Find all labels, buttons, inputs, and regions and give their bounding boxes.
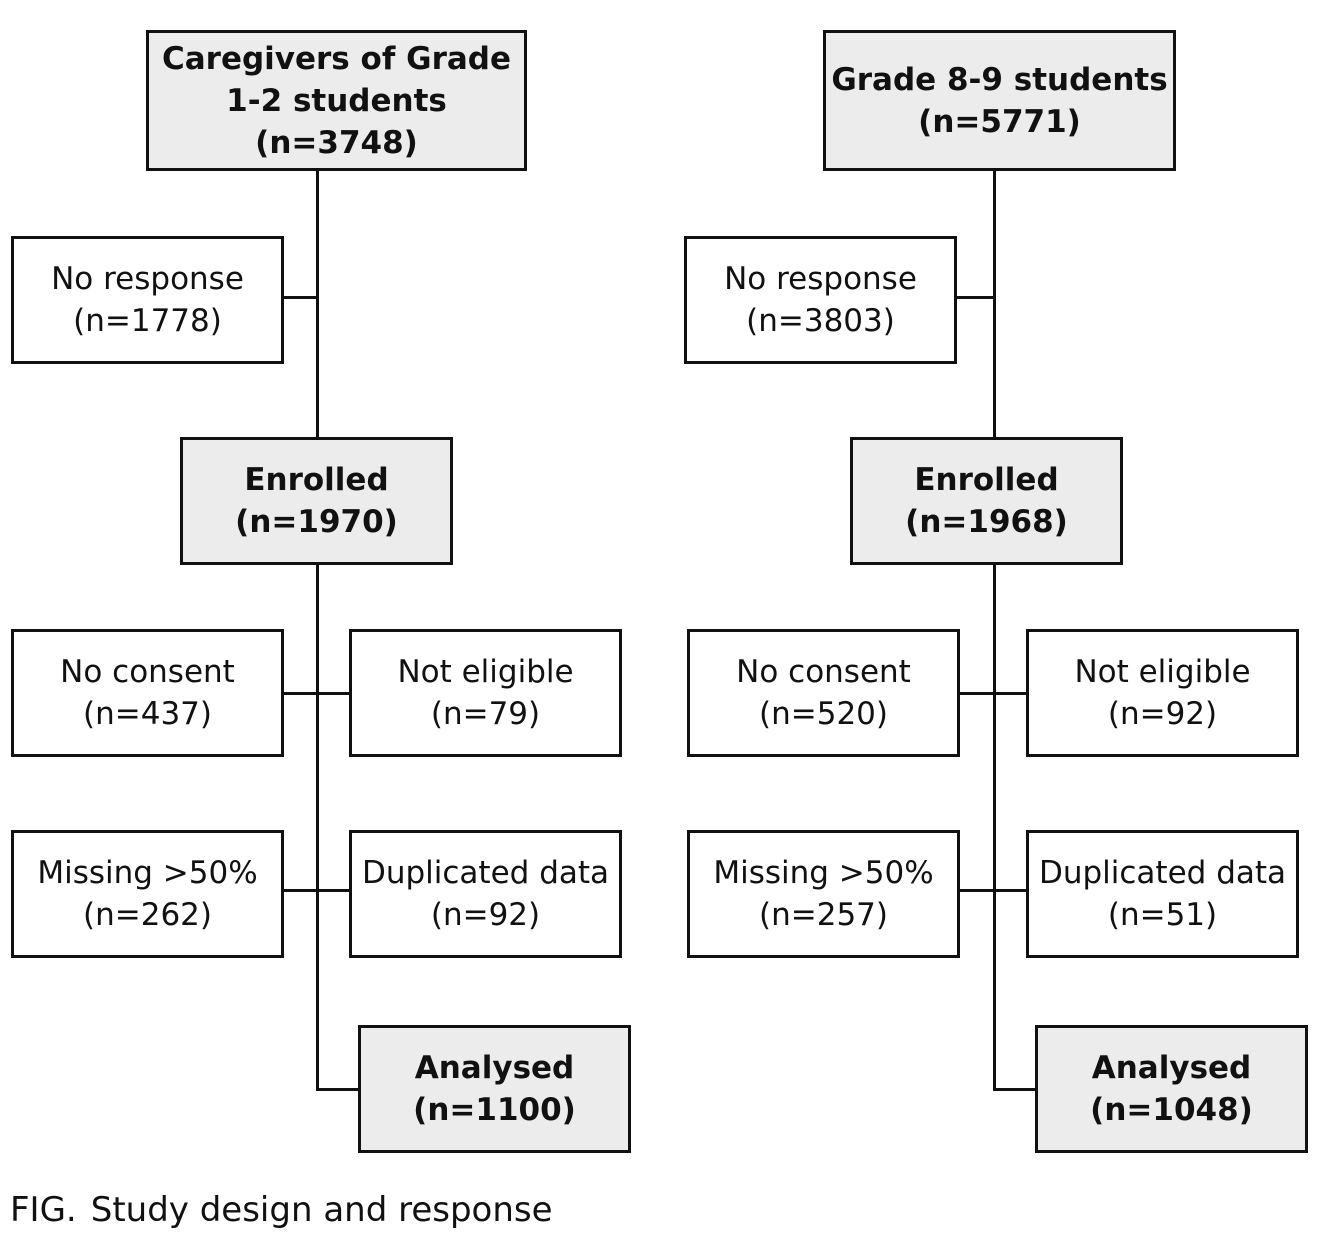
left-analysed-count: (n=1100) bbox=[413, 1092, 576, 1128]
right-not-eligible-label: Not eligible bbox=[1074, 654, 1251, 690]
right-no-response-label: No response bbox=[724, 261, 917, 297]
left-main-spine bbox=[316, 170, 319, 1090]
left-analysed-box: Analysed (n=1100) bbox=[358, 1025, 631, 1153]
left-enrolled-label: Enrolled bbox=[244, 462, 389, 498]
right-not-eligible-count: (n=92) bbox=[1107, 696, 1218, 732]
right-no-response-count: (n=3803) bbox=[746, 303, 895, 339]
left-no-response-count: (n=1778) bbox=[73, 303, 222, 339]
right-no-consent-box: No consent (n=520) bbox=[687, 629, 960, 757]
left-not-eligible-count: (n=79) bbox=[430, 696, 541, 732]
right-missing-count: (n=257) bbox=[759, 897, 888, 933]
left-no-response-box: No response (n=1778) bbox=[11, 236, 284, 364]
left-missing-label: Missing >50% bbox=[37, 855, 258, 891]
right-analysed-label: Analysed bbox=[1091, 1050, 1252, 1086]
left-duplicated-label: Duplicated data bbox=[361, 855, 610, 891]
left-missing-count: (n=262) bbox=[83, 897, 212, 933]
left-consent-connector bbox=[283, 692, 351, 695]
left-not-eligible-box: Not eligible (n=79) bbox=[349, 629, 622, 757]
left-duplicated-box: Duplicated data (n=92) bbox=[349, 830, 622, 958]
figure-caption: FIG. Study design and response bbox=[10, 1188, 553, 1232]
left-start-count: (n=3748) bbox=[255, 124, 418, 161]
figure-label: FIG. bbox=[10, 1190, 77, 1230]
right-no-consent-count: (n=520) bbox=[759, 696, 888, 732]
right-analysed-connector bbox=[993, 1088, 1037, 1091]
left-missing-connector bbox=[283, 889, 351, 892]
left-no-response-connector bbox=[283, 296, 318, 299]
right-consent-connector bbox=[959, 692, 1028, 695]
right-no-consent-label: No consent bbox=[736, 654, 911, 690]
figure-caption-text: Study design and response bbox=[90, 1190, 553, 1230]
right-analysed-box: Analysed (n=1048) bbox=[1035, 1025, 1308, 1153]
right-duplicated-label: Duplicated data bbox=[1038, 855, 1287, 891]
right-enrolled-count: (n=1968) bbox=[905, 504, 1068, 540]
left-missing-box: Missing >50% (n=262) bbox=[11, 830, 284, 958]
right-enrolled-box: Enrolled (n=1968) bbox=[850, 437, 1123, 565]
right-no-response-connector bbox=[956, 296, 995, 299]
left-no-consent-box: No consent (n=437) bbox=[11, 629, 284, 757]
right-start-count: (n=5771) bbox=[918, 103, 1081, 140]
left-start-line1: Caregivers of Grade bbox=[161, 40, 511, 77]
right-not-eligible-box: Not eligible (n=92) bbox=[1026, 629, 1299, 757]
left-no-response-label: No response bbox=[51, 261, 244, 297]
left-no-consent-label: No consent bbox=[60, 654, 235, 690]
left-analysed-label: Analysed bbox=[414, 1050, 575, 1086]
right-analysed-count: (n=1048) bbox=[1090, 1092, 1253, 1128]
right-duplicated-box: Duplicated data (n=51) bbox=[1026, 830, 1299, 958]
left-start-box: Caregivers of Grade 1-2 students (n=3748… bbox=[146, 30, 527, 171]
right-enrolled-label: Enrolled bbox=[914, 462, 1059, 498]
right-main-spine bbox=[993, 170, 996, 1090]
right-start-box: Grade 8-9 students (n=5771) bbox=[823, 30, 1176, 171]
right-start-line1: Grade 8-9 students bbox=[831, 61, 1168, 98]
right-duplicated-count: (n=51) bbox=[1107, 897, 1218, 933]
left-enrolled-box: Enrolled (n=1970) bbox=[180, 437, 453, 565]
left-start-line2: 1-2 students bbox=[226, 82, 447, 119]
left-no-consent-count: (n=437) bbox=[83, 696, 212, 732]
right-missing-box: Missing >50% (n=257) bbox=[687, 830, 960, 958]
right-no-response-box: No response (n=3803) bbox=[684, 236, 957, 364]
left-enrolled-count: (n=1970) bbox=[235, 504, 398, 540]
left-duplicated-count: (n=92) bbox=[430, 897, 541, 933]
right-missing-label: Missing >50% bbox=[713, 855, 934, 891]
right-missing-connector bbox=[959, 889, 1028, 892]
left-analysed-connector bbox=[316, 1088, 360, 1091]
left-not-eligible-label: Not eligible bbox=[397, 654, 574, 690]
